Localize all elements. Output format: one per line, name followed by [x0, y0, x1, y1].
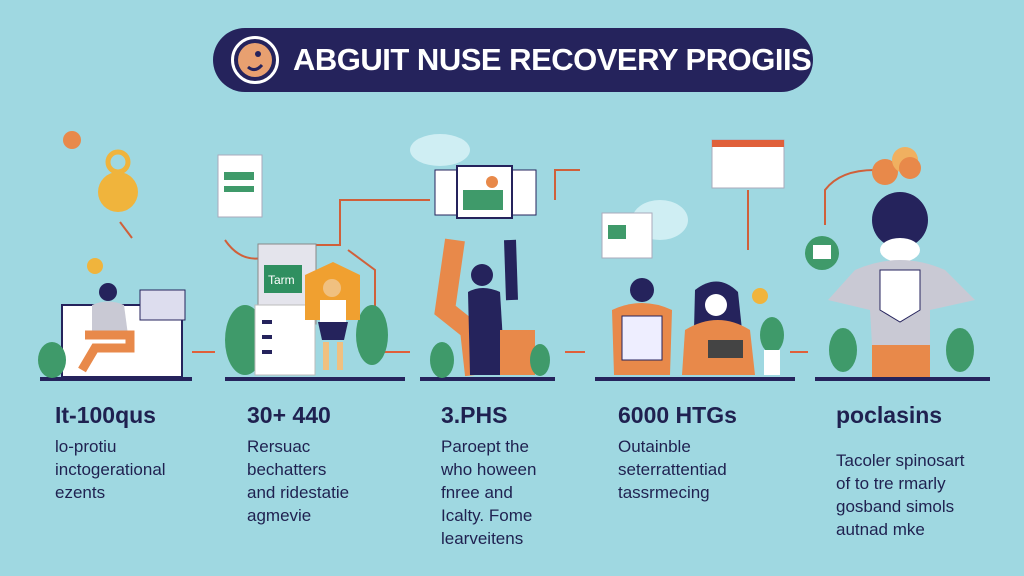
stat-line: gosband simols — [836, 497, 955, 516]
scene-stressed-person — [805, 192, 975, 377]
stat-line: of to tre rmarly — [836, 474, 946, 493]
stat-line: and ridestatie — [247, 483, 350, 502]
title-banner: ABGUIT NUSE RECOVERY PROGIIS — [213, 28, 813, 92]
stat-value: It-100qus — [55, 402, 156, 428]
stat-line: Paroept the — [441, 437, 529, 456]
stat-value: 30+ 440 — [247, 402, 331, 428]
stat-column-5: poclasins Tacoler spinosart of to tre rm… — [836, 402, 965, 541]
scene-desk-worker — [38, 283, 186, 378]
stat-line: learveitens — [441, 529, 524, 548]
baseline-3 — [420, 377, 555, 381]
stat-line: seterrattentiad — [618, 460, 727, 479]
stat-value: poclasins — [836, 402, 943, 428]
stat-column-2: 30+ 440 Rersuac bechatters and ridestati… — [247, 402, 349, 527]
stat-line: ezents — [55, 483, 106, 502]
stat-line: Outainble — [618, 437, 691, 456]
scene-presentation — [410, 134, 550, 378]
stat-line: bechatters — [247, 460, 327, 479]
flow-arrows — [119, 169, 876, 310]
baseline-2 — [225, 377, 405, 381]
scene-consultation — [601, 139, 785, 375]
stat-line: inctogerational — [55, 460, 166, 479]
stat-value: 3.PHS — [441, 402, 508, 428]
page-title: ABGUIT NUSE RECOVERY PROGIIS — [293, 42, 812, 77]
stat-line: Icalty. Fome — [441, 506, 533, 525]
stat-column-1: It-100qus lo-protiu inctogerational ezen… — [55, 402, 166, 504]
stat-line: Tacoler spinosart — [836, 451, 965, 470]
stat-value: 6000 HTGs — [618, 402, 737, 428]
stat-line: who hoween — [441, 460, 537, 479]
stat-line: lo-protiu — [55, 437, 117, 456]
screen-label: Tarm — [268, 273, 295, 287]
baseline-4 — [595, 377, 795, 381]
baseline-5 — [815, 377, 990, 381]
baseline-1 — [40, 377, 192, 381]
stat-column-4: 6000 HTGs Outainble seterrattentiad tass… — [618, 402, 737, 504]
scene-documents: Tarm — [217, 154, 388, 376]
stat-line: tassrmecing — [618, 483, 710, 502]
stat-line: Rersuac — [247, 437, 311, 456]
stat-line: fnree and — [441, 483, 513, 502]
stat-column-3: 3.PHS Paroept the who hoween fnree and I… — [441, 402, 536, 550]
stat-line: autnad mke — [836, 520, 925, 539]
stat-line: agmevie — [247, 506, 312, 525]
mascot-logo-icon — [231, 36, 279, 84]
